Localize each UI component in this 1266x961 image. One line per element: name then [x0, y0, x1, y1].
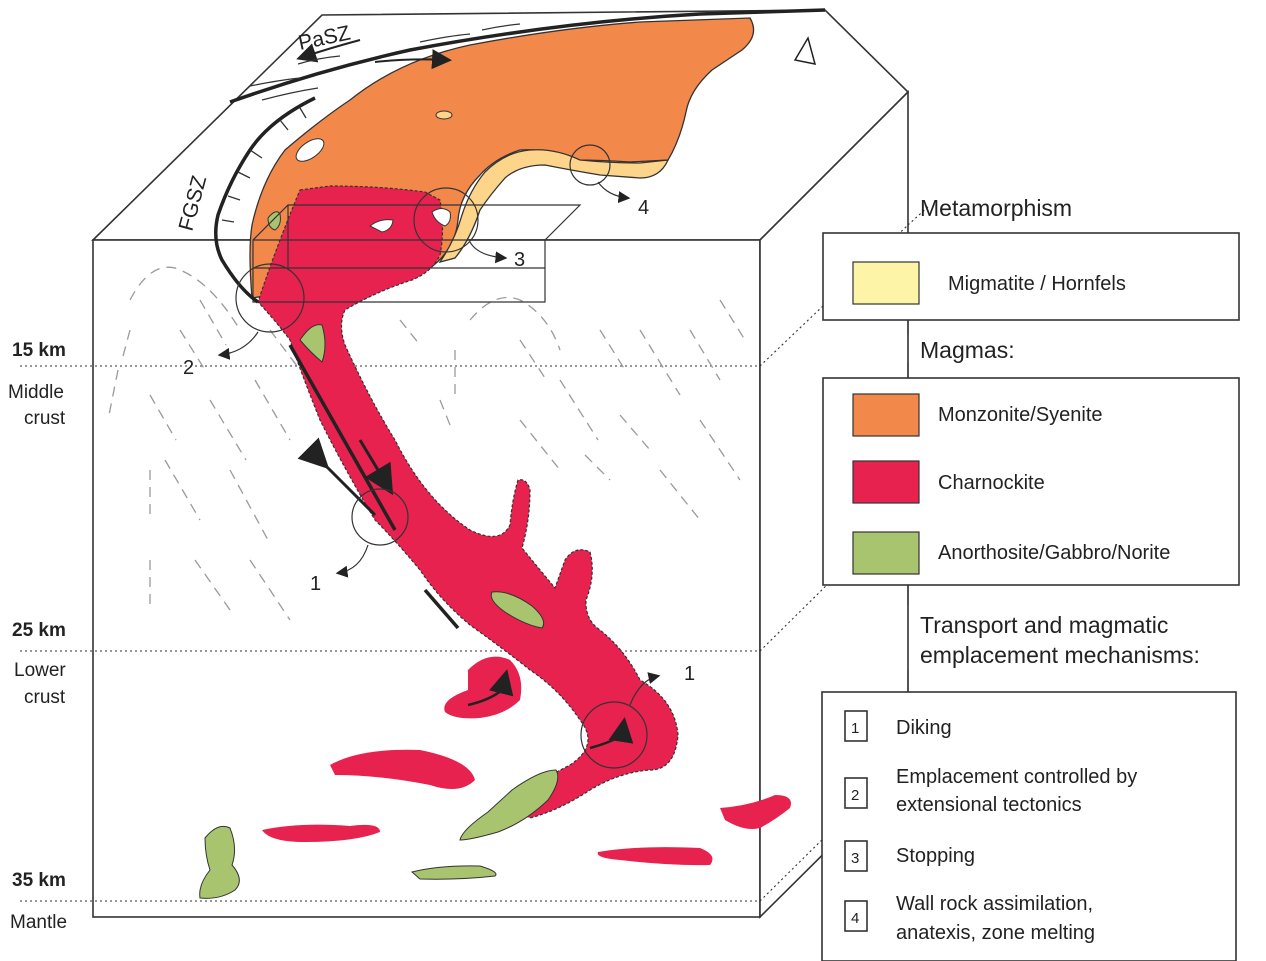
legend-box-mechanisms [822, 692, 1236, 961]
charnockite-label: Charnockite [938, 472, 1045, 494]
transport-title-2: emplacement mechanisms: [920, 642, 1200, 668]
marker-2: 2 [183, 357, 194, 379]
swatch-migmatite [853, 262, 919, 304]
mantle-label: Mantle [10, 912, 67, 933]
depth-labels: 15 km Middle crust 25 km Lower crust 35 … [8, 340, 67, 933]
swatch-anorthosite [853, 532, 919, 574]
metamorphism-title: Metamorphism [920, 195, 1072, 221]
mech-num-4: 4 [851, 910, 859, 927]
mech-3-line-1: Stopping [896, 845, 975, 867]
mech-2-line-1: Emplacement controlled by [896, 766, 1137, 788]
lower-crust-label-2: crust [24, 687, 66, 708]
mech-num-1: 1 [851, 720, 859, 737]
swatch-monzonite [853, 394, 919, 436]
transport-title-1: Transport and magmatic [920, 612, 1168, 638]
depth-15-label: 15 km [12, 340, 66, 361]
migmatite-label: Migmatite / Hornfels [948, 273, 1126, 295]
marker-4: 4 [638, 197, 649, 219]
magmas-title: Magmas: [920, 337, 1015, 363]
lower-crust-label-1: Lower [14, 660, 66, 681]
mech-num-3: 3 [851, 850, 859, 867]
marker-1b: 1 [684, 663, 695, 685]
monzonite-label: Monzonite/Syenite [938, 404, 1103, 426]
anorthosite-label: Anorthosite/Gabbro/Norite [938, 542, 1170, 564]
mech-4-line-2: anatexis, zone melting [896, 922, 1095, 944]
marker-3: 3 [514, 249, 525, 271]
swatch-charnockite [853, 461, 919, 503]
middle-crust-label-2: crust [24, 408, 66, 429]
mech-2-line-2: extensional tectonics [896, 794, 1082, 816]
mech-1-line-1: Diking [896, 717, 952, 739]
depth-35-label: 35 km [12, 870, 66, 891]
marker-1a: 1 [310, 573, 321, 595]
depth-25-label: 25 km [12, 620, 66, 641]
mech-num-2: 2 [851, 787, 859, 804]
mech-4-line-1: Wall rock assimilation, [896, 893, 1093, 915]
middle-crust-label-1: Middle [8, 382, 64, 403]
